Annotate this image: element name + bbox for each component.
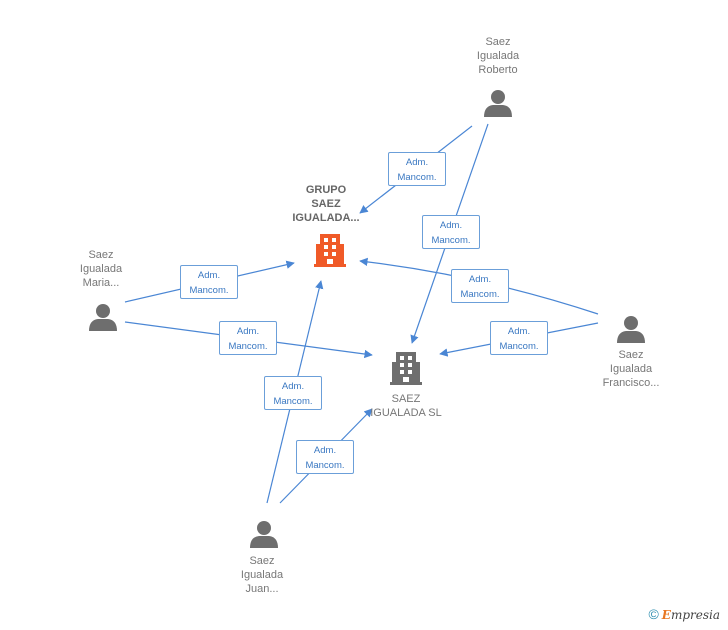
copyright-icon: ©: [648, 606, 659, 622]
edge-label-juan-saez-sl[interactable]: Adm. Mancom.: [296, 440, 354, 474]
edge-label-maria-saez-sl[interactable]: Adm. Mancom.: [219, 321, 277, 355]
label-line: SAEZ: [391, 393, 421, 405]
label-line: Igualada: [240, 569, 284, 581]
edge-label-line2: Mancom.: [431, 235, 471, 246]
label-line: Igualada: [609, 363, 653, 375]
label-line: Saez: [618, 349, 644, 361]
person-icon[interactable]: [250, 521, 278, 548]
edge-label-line1: Adm.: [405, 157, 429, 168]
label-line: GRUPO: [305, 184, 347, 196]
person-icon[interactable]: [617, 316, 645, 343]
edge-label-line1: Adm.: [236, 326, 260, 337]
label-line: Maria...: [82, 277, 120, 289]
person-label-juan[interactable]: Saez Igualada Juan...: [222, 554, 302, 596]
company-label-saez-sl[interactable]: SAEZ IGUALADA SL: [356, 392, 456, 420]
edge-label-francisco-grupo[interactable]: Adm. Mancom.: [451, 269, 509, 303]
edge-label-line1: Adm.: [197, 270, 221, 281]
edge-label-line2: Mancom.: [460, 289, 500, 300]
label-line: Saez: [485, 36, 511, 48]
brand-rest: mpresia: [670, 608, 720, 622]
edge-label-line1: Adm.: [281, 381, 305, 392]
label-line: Francisco...: [602, 377, 660, 389]
label-line: IGUALADA SL: [370, 407, 442, 419]
label-line: Igualada: [79, 263, 123, 275]
edge-label-line2: Mancom.: [189, 285, 229, 296]
label-line: Roberto: [478, 64, 518, 76]
person-label-francisco[interactable]: Saez Igualada Francisco...: [586, 348, 676, 390]
edge-label-roberto-grupo[interactable]: Adm. Mancom.: [388, 152, 446, 186]
edge-label-francisco-saez-sl[interactable]: Adm. Mancom.: [490, 321, 548, 355]
person-label-maria[interactable]: Saez Igualada Maria...: [61, 248, 141, 290]
building-icon[interactable]: [314, 234, 346, 267]
edge-label-maria-grupo[interactable]: Adm. Mancom.: [180, 265, 238, 299]
person-label-roberto[interactable]: Saez Igualada Roberto: [458, 35, 538, 77]
brand-initial: E: [661, 608, 671, 622]
edge-label-line2: Mancom.: [397, 172, 437, 183]
label-line: IGUALADA...: [292, 212, 360, 224]
edge-label-line2: Mancom.: [305, 460, 345, 471]
edge-label-roberto-saez-sl[interactable]: Adm. Mancom.: [422, 215, 480, 249]
label-line: Juan...: [245, 583, 279, 595]
brand-name: Empresia: [662, 608, 720, 622]
edge-label-line1: Adm.: [468, 274, 492, 285]
edge-label-line2: Mancom.: [228, 341, 268, 352]
label-line: Igualada: [476, 50, 520, 62]
edge-label-line2: Mancom.: [273, 396, 313, 407]
edge-label-juan-grupo[interactable]: Adm. Mancom.: [264, 376, 322, 410]
edge-label-line1: Adm.: [313, 445, 337, 456]
edge-label-line1: Adm.: [439, 220, 463, 231]
company-label-grupo[interactable]: GRUPO SAEZ IGUALADA...: [286, 183, 366, 225]
person-icon[interactable]: [89, 304, 117, 331]
building-icon[interactable]: [390, 352, 422, 385]
edge-label-line2: Mancom.: [499, 341, 539, 352]
empresia-logo[interactable]: ©Empresia: [648, 606, 720, 622]
edge-label-line1: Adm.: [507, 326, 531, 337]
label-line: Saez: [249, 555, 275, 567]
label-line: Saez: [88, 249, 114, 261]
person-icon[interactable]: [484, 90, 512, 117]
label-line: SAEZ: [311, 198, 341, 210]
